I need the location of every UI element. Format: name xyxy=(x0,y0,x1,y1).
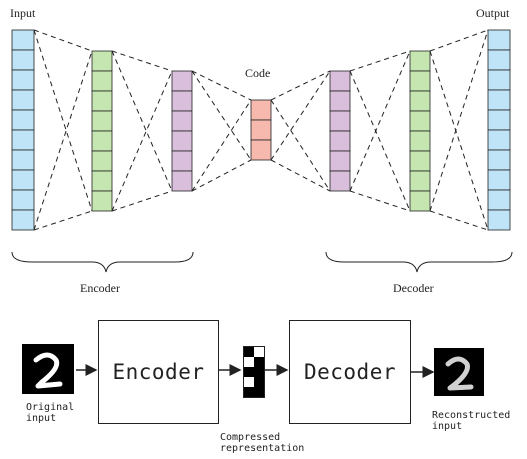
reconstructed-digit-image xyxy=(434,348,484,396)
input-layer xyxy=(11,29,35,231)
compressed-caption-line1: Compressed xyxy=(220,432,281,443)
reconstructed-caption: Reconstructed input xyxy=(432,410,510,432)
compressed-caption: Compressed representation xyxy=(220,432,304,454)
input-label: Input xyxy=(10,6,36,20)
reconstructed-caption-line1: Reconstructed xyxy=(432,410,511,421)
connections xyxy=(33,29,489,231)
decoder-box: Decoder xyxy=(289,320,411,424)
decoder-hidden-2 xyxy=(409,50,431,212)
connection-line xyxy=(191,99,252,192)
connection-line xyxy=(429,29,489,52)
connection-line xyxy=(349,70,411,212)
connection-line xyxy=(191,70,252,101)
code-layer xyxy=(250,99,272,161)
connection-line xyxy=(349,50,411,72)
decoder-box-label: Decoder xyxy=(303,360,396,384)
neuron xyxy=(329,170,351,192)
encoder-label: Encoder xyxy=(80,281,120,295)
neuron xyxy=(250,139,272,161)
original-input-caption: Original input xyxy=(26,402,74,424)
encoder-box-label: Encoder xyxy=(112,360,205,384)
connection-line xyxy=(111,70,173,212)
connection-line xyxy=(429,29,489,212)
connection-line xyxy=(111,190,173,212)
encoder-brace xyxy=(11,251,194,273)
original-digit-image xyxy=(22,344,74,394)
code-label: Code xyxy=(245,66,271,80)
encoder-hidden-2 xyxy=(171,70,193,192)
braces xyxy=(11,251,513,273)
neuron xyxy=(409,190,431,212)
connection-line xyxy=(33,29,93,52)
output-label: Output xyxy=(476,6,510,20)
connection-line xyxy=(429,210,489,231)
connection-line xyxy=(270,70,331,101)
connection-line xyxy=(349,190,411,212)
connection-line xyxy=(33,29,93,212)
connection-line xyxy=(429,50,489,231)
reconstructed-caption-line2: input xyxy=(432,421,463,432)
neuron xyxy=(171,170,193,192)
original-caption-line1: Original xyxy=(26,402,75,413)
neuron xyxy=(11,209,35,231)
decoder-brace xyxy=(325,251,513,273)
connection-line xyxy=(349,50,411,192)
original-caption-line2: input xyxy=(26,413,57,424)
connection-line xyxy=(111,50,173,72)
layers xyxy=(11,29,511,231)
output-layer xyxy=(487,29,511,231)
encoder-box: Encoder xyxy=(98,320,219,424)
compressed-caption-line2: representation xyxy=(220,443,305,454)
neuron xyxy=(91,190,113,212)
neuron xyxy=(487,209,511,231)
autoencoder-network-diagram xyxy=(11,29,513,273)
compressed-code-grid xyxy=(243,346,265,398)
connection-line xyxy=(33,210,93,231)
decoder-hidden-1 xyxy=(329,70,351,192)
connection-line xyxy=(33,50,93,231)
encoder-hidden-1 xyxy=(91,50,113,212)
connection-line xyxy=(270,99,331,192)
connection-line xyxy=(270,159,331,192)
connection-line xyxy=(191,159,252,192)
decoder-label: Decoder xyxy=(393,281,434,295)
connection-line xyxy=(111,50,173,192)
